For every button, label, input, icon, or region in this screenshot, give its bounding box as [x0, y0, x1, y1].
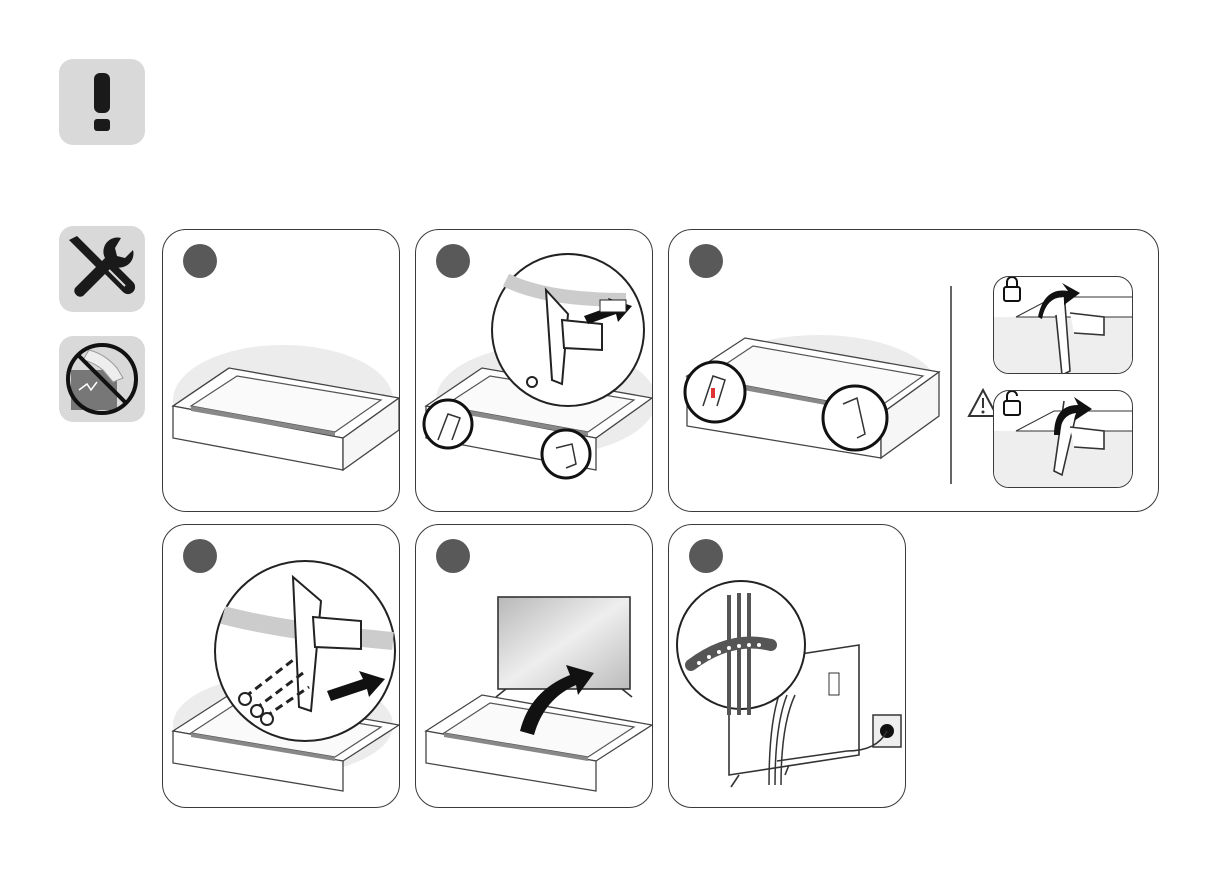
step-5-panel — [415, 524, 653, 808]
caution-icon — [59, 59, 145, 145]
lock-rotation-illustration — [994, 277, 1132, 373]
lift-tv-illustration — [416, 525, 653, 808]
screwdriver-wrench-icon — [59, 226, 145, 312]
unlock-rotation-illustration — [994, 391, 1132, 487]
step-6-panel — [668, 524, 906, 808]
tools-icon — [59, 226, 145, 312]
step-3-panel — [668, 229, 1159, 512]
cable-management-illustration — [669, 525, 906, 808]
step-1-panel — [162, 229, 400, 512]
screw-stand-illustration — [163, 525, 400, 808]
exclamation-icon — [59, 59, 145, 145]
step-2-panel — [415, 229, 653, 512]
unlocked-view — [993, 390, 1133, 488]
tv-face-down-on-box-illustration — [163, 230, 400, 512]
locked-view — [993, 276, 1133, 374]
no-touch-icon — [59, 336, 145, 422]
attach-stand-illustration — [416, 230, 653, 512]
no-touch-screen-icon — [59, 336, 145, 422]
step-4-panel — [162, 524, 400, 808]
